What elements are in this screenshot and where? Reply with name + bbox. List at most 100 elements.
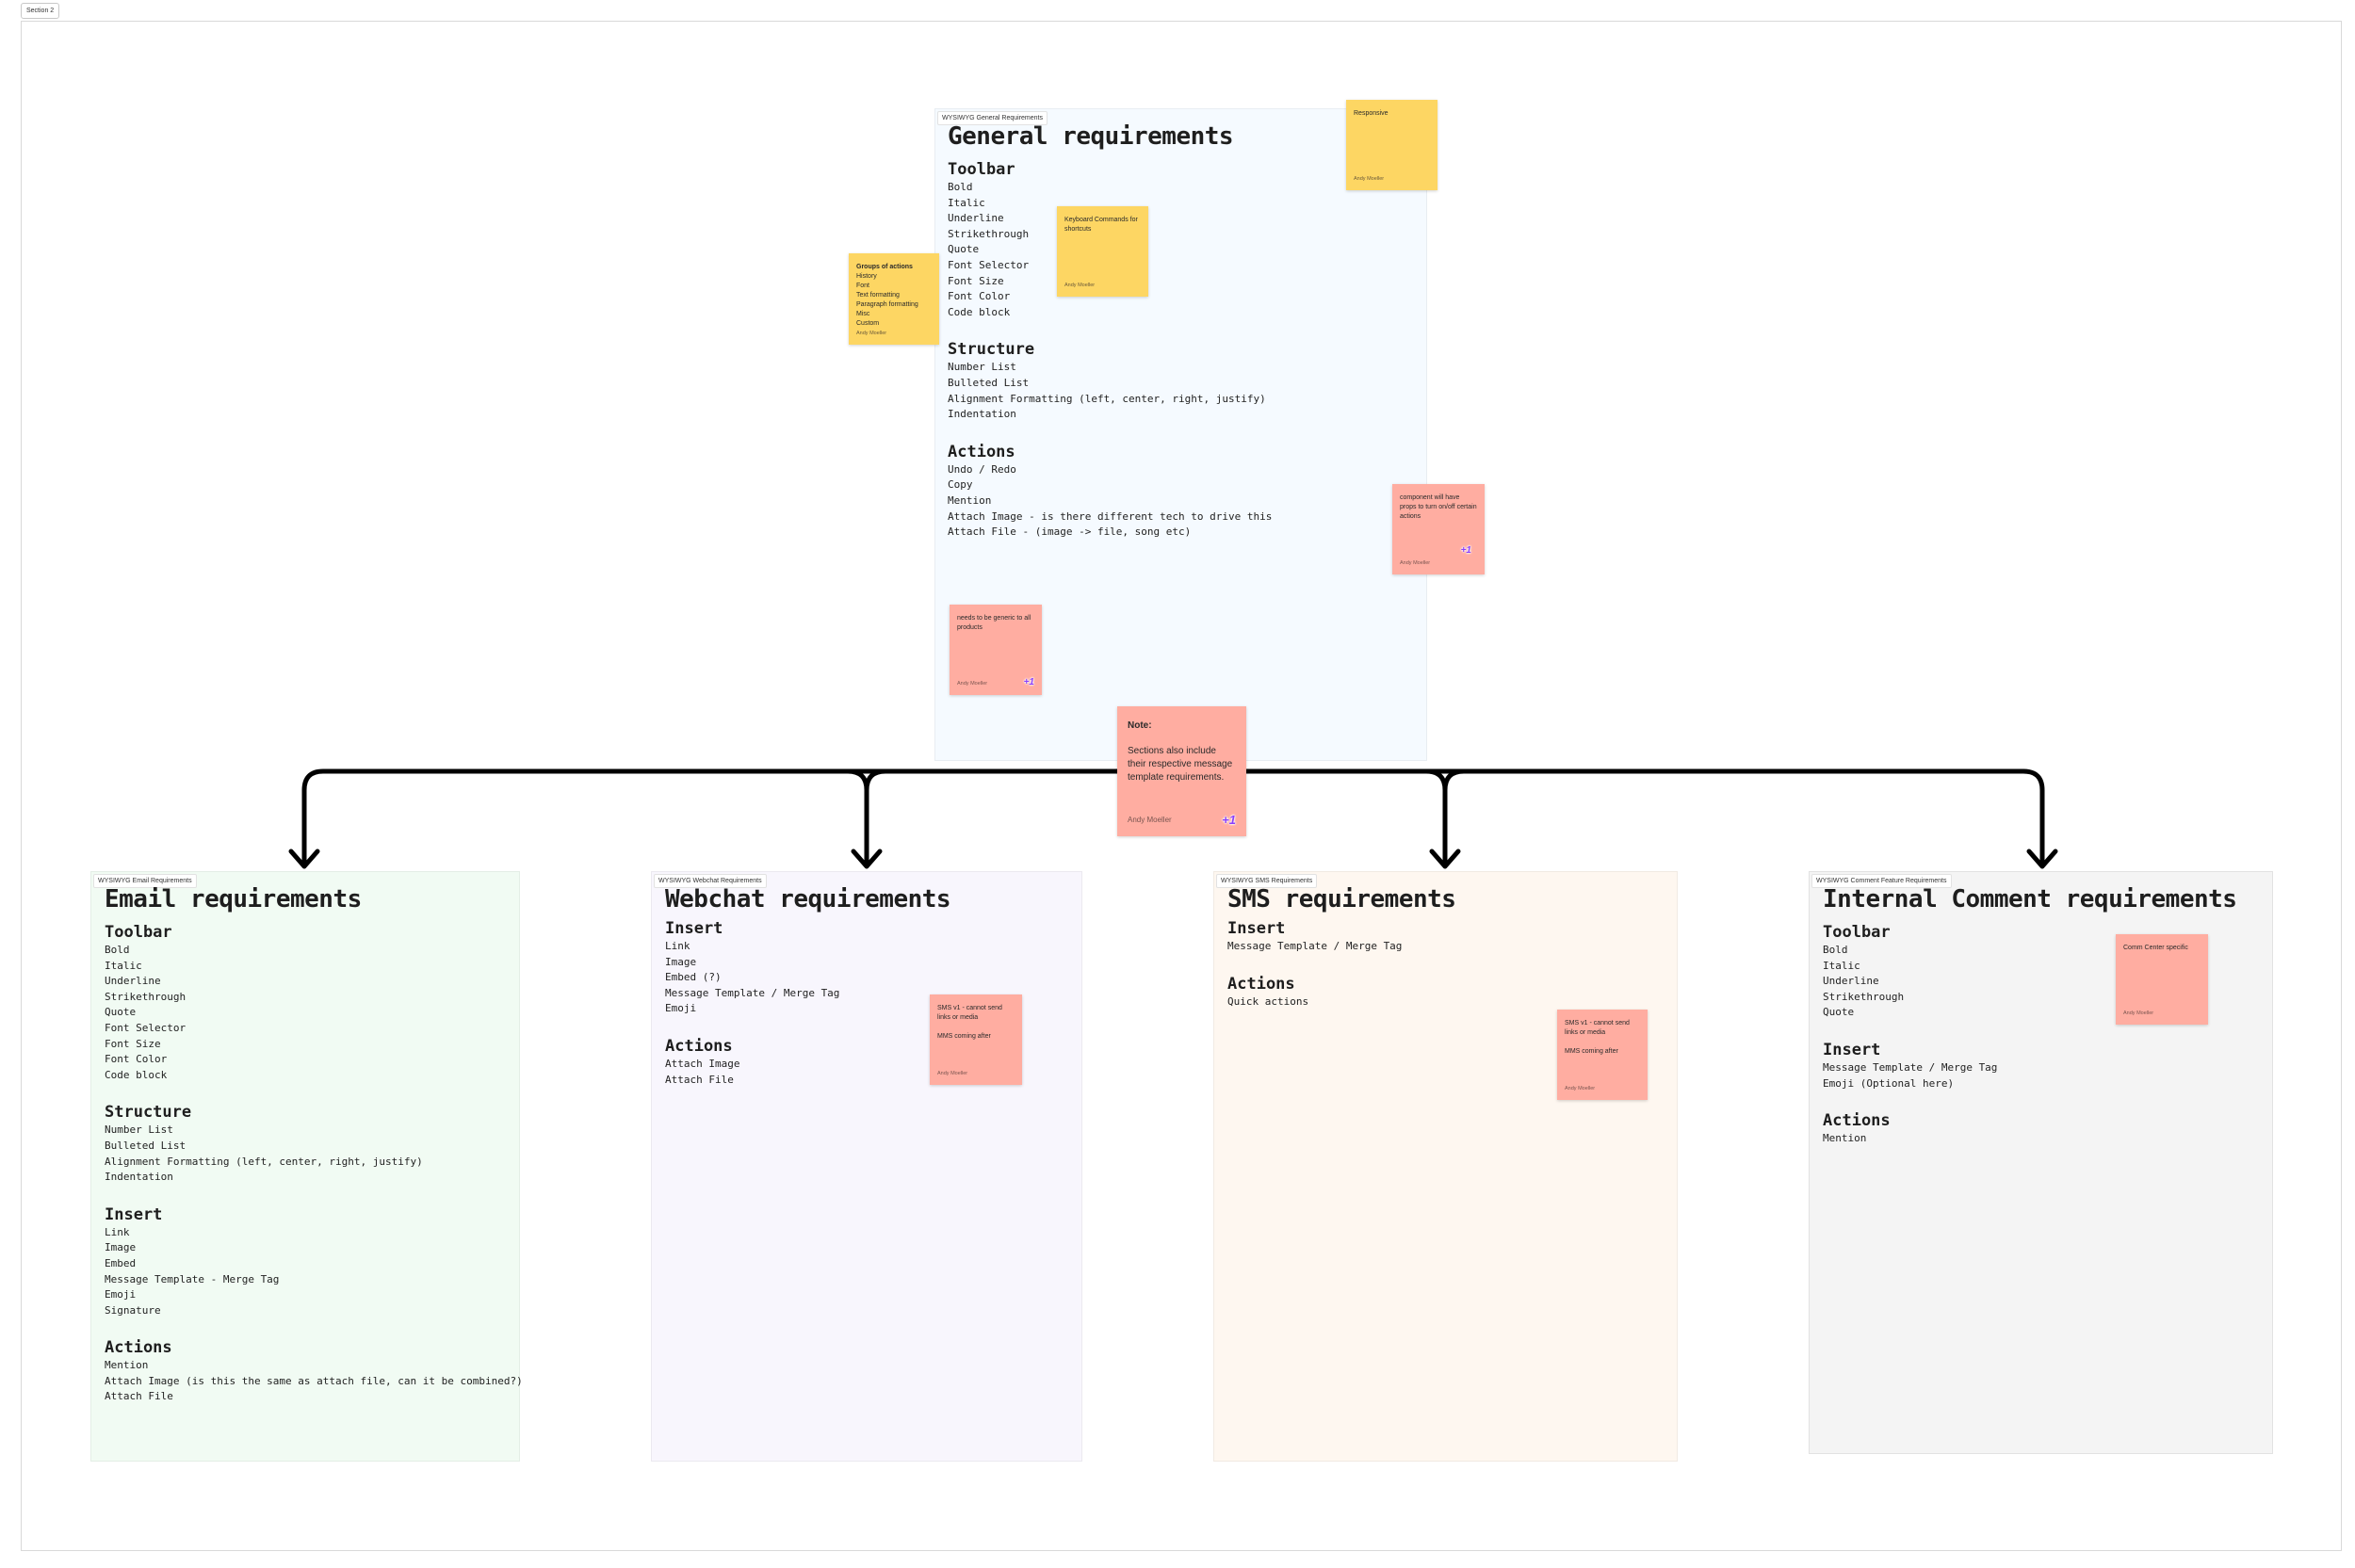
requirement-item: Font Size: [948, 274, 1004, 287]
sms-requirements-frame[interactable]: WYSIWYG SMS Requirements SMS requirement…: [1213, 871, 1678, 1462]
requirement-item: Bulleted List: [105, 1139, 187, 1152]
requirement-item: Italic: [1823, 959, 1860, 972]
arrowhead-email: [288, 849, 320, 869]
group-heading: Actions: [105, 1338, 172, 1358]
sticky-text: component will have props to turn on/off…: [1400, 494, 1477, 520]
requirement-item: Underline: [105, 975, 161, 988]
requirement-item: Emoji: [105, 1288, 137, 1301]
sticky-author: Andy Moeller: [2123, 1010, 2154, 1016]
sticky-note-sections[interactable]: Note: Sections also include their respec…: [1117, 706, 1246, 836]
requirement-item: Undo / Redo: [948, 462, 1016, 476]
requirement-item: Font Selector: [948, 258, 1030, 271]
requirement-item: Font Color: [105, 1053, 168, 1066]
sticky-note-sms-v1[interactable]: SMS v1 - cannot send links or media MMS …: [1557, 1010, 1648, 1100]
requirement-item: Bold: [105, 944, 130, 956]
requirement-item: Copy: [948, 478, 973, 492]
frame-label[interactable]: WYSIWYG Email Requirements: [93, 874, 197, 888]
group-heading: Toolbar: [948, 160, 1015, 179]
sticky-note-keyboard[interactable]: Keyboard Commands for shortcuts Andy Moe…: [1057, 206, 1148, 297]
frame-label[interactable]: WYSIWYG SMS Requirements: [1216, 874, 1318, 888]
frame-title: Internal Comment requirements: [1823, 885, 2237, 913]
sticky-note-generic[interactable]: needs to be generic to all products Andy…: [950, 605, 1042, 695]
requirement-item: Number List: [105, 1123, 173, 1137]
frame-title: Webchat requirements: [665, 885, 951, 913]
frame-title: Email requirements: [105, 885, 362, 913]
group-heading: Actions: [665, 1036, 733, 1056]
sticky-author: Andy Moeller: [1128, 816, 1172, 824]
requirement-item: Quote: [948, 243, 980, 256]
group-heading: Insert: [105, 1204, 163, 1224]
sticky-text: SMS v1 - cannot send links or media MMS …: [1565, 1020, 1630, 1055]
frame-label[interactable]: WYSIWYG Webchat Requirements: [654, 874, 767, 888]
frame-label[interactable]: WYSIWYG Comment Feature Requirements: [1811, 874, 1952, 888]
email-requirements-frame[interactable]: WYSIWYG Email Requirements Email require…: [90, 871, 523, 1462]
requirement-item: Code block: [105, 1068, 168, 1081]
sticky-text: needs to be generic to all products: [957, 615, 1031, 631]
requirement-item: Bold: [948, 181, 973, 193]
connector-line: [301, 768, 2026, 867]
requirement-item: Mention: [1823, 1132, 1867, 1145]
sticky-note-sms-v1[interactable]: SMS v1 - cannot send links or media MMS …: [930, 994, 1022, 1085]
sticky-author: Andy Moeller: [957, 681, 988, 687]
requirement-item: Underline: [948, 212, 1004, 225]
sticky-note-component[interactable]: component will have props to turn on/off…: [1392, 484, 1485, 574]
sticky-text: History Font Text formatting Paragraph f…: [856, 273, 918, 327]
sticky-title: Note:: [1128, 720, 1152, 731]
connector-line: [1423, 768, 1467, 867]
group-heading: Structure: [105, 1103, 192, 1123]
requirement-item: Attach Image: [665, 1057, 740, 1070]
sticky-author: Andy Moeller: [1064, 283, 1096, 288]
group-heading: Insert: [1227, 919, 1286, 938]
requirement-item: Number List: [948, 361, 1016, 374]
requirement-item: Indentation: [948, 408, 1016, 421]
sticky-author: Andy Moeller: [937, 1071, 968, 1076]
requirement-item: Message Template / Merge Tag: [1227, 940, 1403, 952]
requirement-item: Message Template / Merge Tag: [665, 986, 840, 999]
requirement-item: Font Selector: [105, 1021, 187, 1034]
sticky-author: Andy Moeller: [856, 331, 887, 336]
plus-one-reaction-icon[interactable]: +1: [1023, 677, 1034, 687]
group-heading: Insert: [1823, 1040, 1881, 1059]
requirement-item: Italic: [948, 196, 985, 209]
sticky-note-responsive[interactable]: Responsive Andy Moeller: [1346, 100, 1437, 190]
requirement-item: Image: [665, 955, 697, 968]
sticky-title: Groups of actions: [856, 264, 913, 270]
arrowhead-webchat: [851, 849, 883, 869]
requirement-item: Indentation: [105, 1171, 173, 1184]
requirement-item: Attach File - (image -> file, song etc): [948, 525, 1192, 539]
requirement-item: Quote: [105, 1006, 137, 1019]
requirement-item: Alignment Formatting (left, center, righ…: [105, 1155, 423, 1168]
plus-one-reaction-icon[interactable]: +1: [1460, 545, 1471, 556]
section-label[interactable]: Section 2: [21, 3, 60, 19]
requirement-item: Strikethrough: [105, 990, 187, 1003]
requirement-item: Mention: [105, 1359, 149, 1372]
group-heading: Actions: [948, 442, 1015, 461]
sticky-author: Andy Moeller: [1565, 1086, 1596, 1091]
requirement-item: Attach Image - is there different tech t…: [948, 509, 1273, 523]
sticky-note-comm-center[interactable]: Comm Center specific Andy Moeller: [2116, 934, 2208, 1025]
requirement-item: Quote: [1823, 1006, 1855, 1019]
frame-title: General requirements: [948, 122, 1234, 151]
webchat-requirements-frame[interactable]: WYSIWYG Webchat Requirements Webchat req…: [651, 871, 1082, 1462]
requirement-item: Message Template - Merge Tag: [105, 1272, 280, 1285]
sticky-note-groups[interactable]: Groups of actions History Font Text form…: [849, 253, 939, 345]
requirement-item: Underline: [1823, 975, 1879, 988]
sticky-text: SMS v1 - cannot send links or media MMS …: [937, 1005, 1002, 1040]
plus-one-reaction-icon[interactable]: +1: [1222, 813, 1236, 827]
frame-label[interactable]: WYSIWYG General Requirements: [937, 111, 1048, 125]
group-heading: Actions: [1227, 974, 1295, 994]
requirement-item: Strikethrough: [948, 227, 1030, 240]
requirement-item: Emoji (Optional here): [1823, 1076, 1955, 1090]
requirement-item: Message Template / Merge Tag: [1823, 1060, 1998, 1074]
requirement-item: Image: [105, 1241, 137, 1254]
requirement-item: Strikethrough: [1823, 990, 1905, 1003]
requirement-item: Link: [665, 940, 690, 952]
sticky-author: Andy Moeller: [1354, 176, 1385, 182]
frame-title: SMS requirements: [1227, 885, 1456, 913]
requirement-item: Embed (?): [665, 971, 722, 984]
